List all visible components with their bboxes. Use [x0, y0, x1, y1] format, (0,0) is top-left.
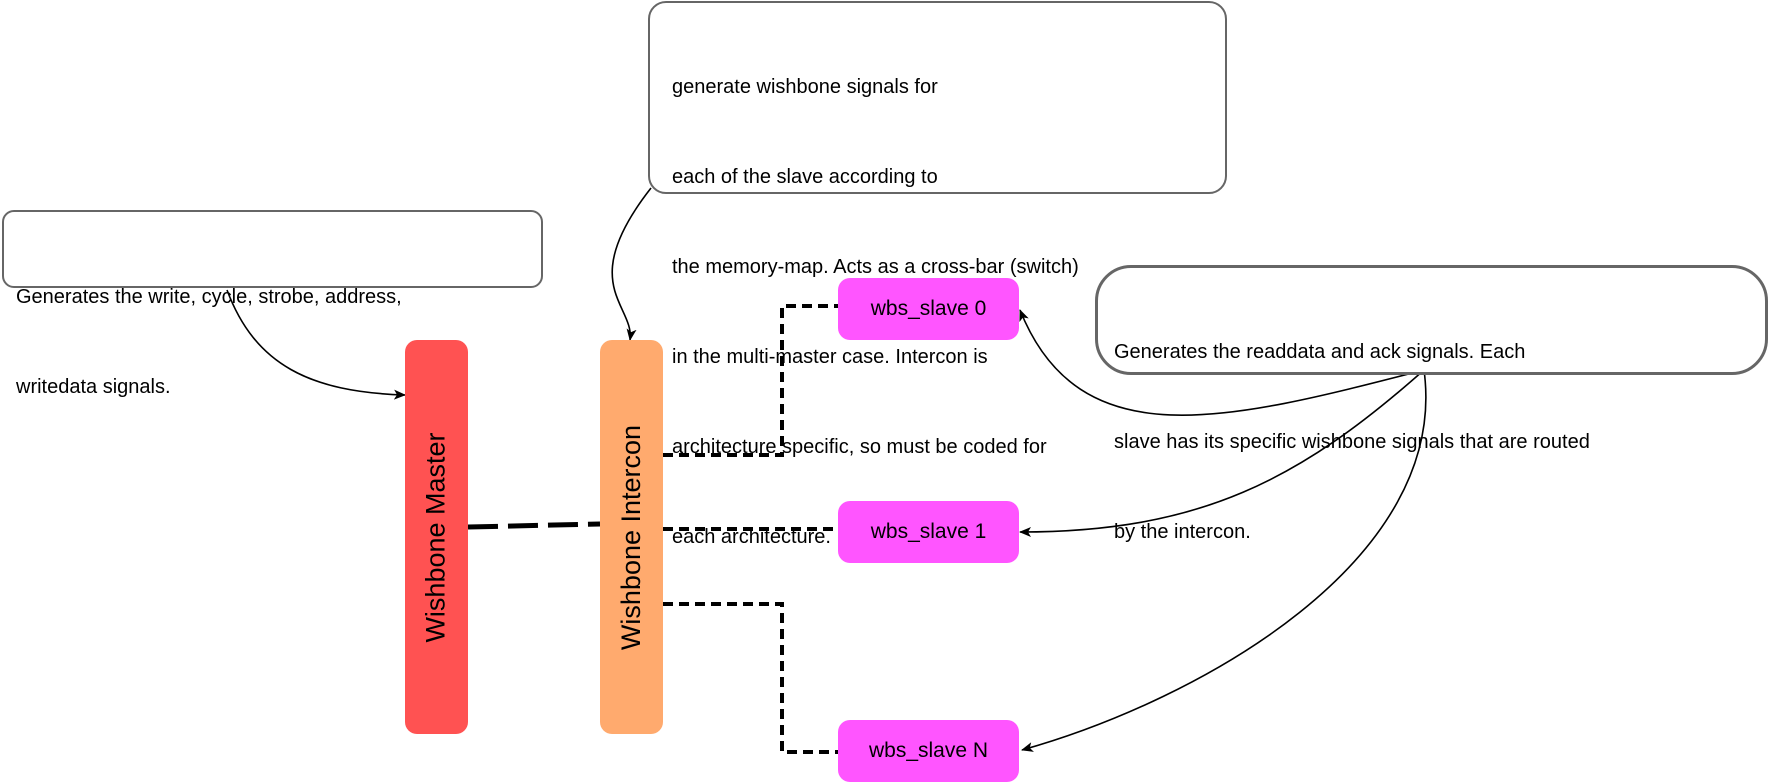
slave-block-n: wbs_slave N	[838, 720, 1019, 782]
wishbone-master-label: Wishbone Master	[421, 431, 451, 643]
slaves-note-arrow-1	[1019, 369, 1425, 537]
slaves-note-arrow-n	[1021, 369, 1427, 752]
note-line: the memory-map. Acts as a cross-bar (swi…	[672, 256, 1079, 278]
note-line: architecture specific, so must be coded …	[672, 436, 1047, 458]
note-line: in the multi-master case. Intercon is	[672, 346, 988, 368]
master-note-arrow	[226, 289, 406, 400]
note-line: each architecture.	[672, 526, 831, 548]
slave-block-0: wbs_slave 0	[838, 278, 1019, 340]
note-line: Generates the readdata and ack signals. …	[1114, 341, 1526, 363]
intercon-note-arrow	[611, 187, 652, 341]
note-line: writedata signals.	[16, 376, 171, 398]
master-description-note: Generates the write, cycle, strobe, addr…	[2, 210, 543, 398]
slave-label: wbs_slave 1	[870, 520, 987, 543]
note-line: each of the slave according to	[672, 166, 938, 188]
intercon-slaven-link	[663, 602, 838, 754]
wishbone-intercon-block: Wishbone Intercon	[600, 340, 663, 734]
slaves-note-arrow-0	[1019, 309, 1425, 416]
slave-block-1: wbs_slave 1	[838, 501, 1019, 563]
note-line: Generates the write, cycle, strobe, addr…	[16, 286, 402, 308]
wishbone-master-block: Wishbone Master	[405, 340, 468, 734]
master-intercon-bus	[467, 521, 601, 530]
note-line: by the intercon.	[1114, 521, 1251, 543]
note-line: generate wishbone signals for	[672, 76, 938, 98]
wishbone-intercon-label: Wishbone Intercon	[616, 424, 646, 650]
intercon-description-note: generate wishbone signals for each of th…	[648, 1, 1227, 548]
note-line: slave has its specific wishbone signals …	[1114, 431, 1590, 453]
slave-label: wbs_slave N	[868, 739, 989, 762]
intercon-slave0-link	[663, 304, 838, 457]
slaves-description-note: Generates the readdata and ack signals. …	[1095, 265, 1768, 543]
slave-label: wbs_slave 0	[870, 297, 987, 320]
